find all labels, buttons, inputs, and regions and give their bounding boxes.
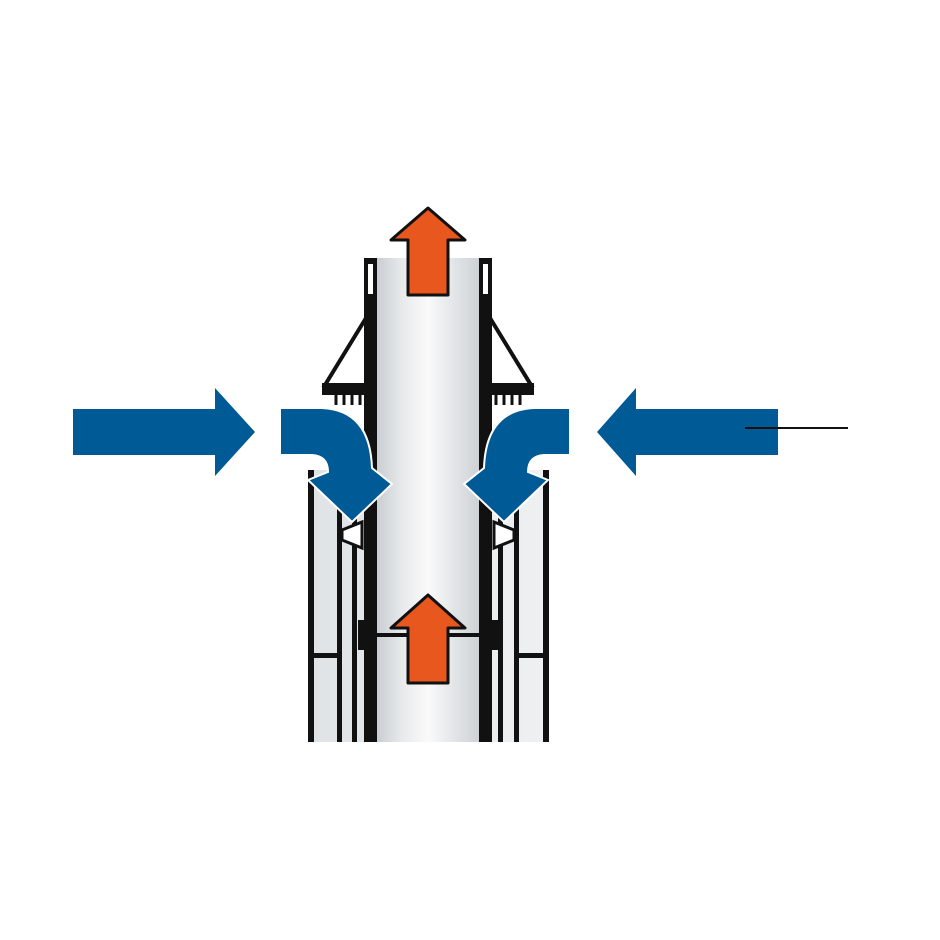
curved-intake-arrow-right — [462, 407, 571, 524]
exhaust-arrow-top — [389, 206, 467, 297]
curved-intake-arrow-left — [279, 407, 394, 524]
rain-collar — [321, 310, 535, 405]
intake-arrow-right — [597, 388, 778, 476]
exhaust-arrow-bottom — [389, 593, 467, 685]
intake-arrow-left — [73, 388, 255, 476]
